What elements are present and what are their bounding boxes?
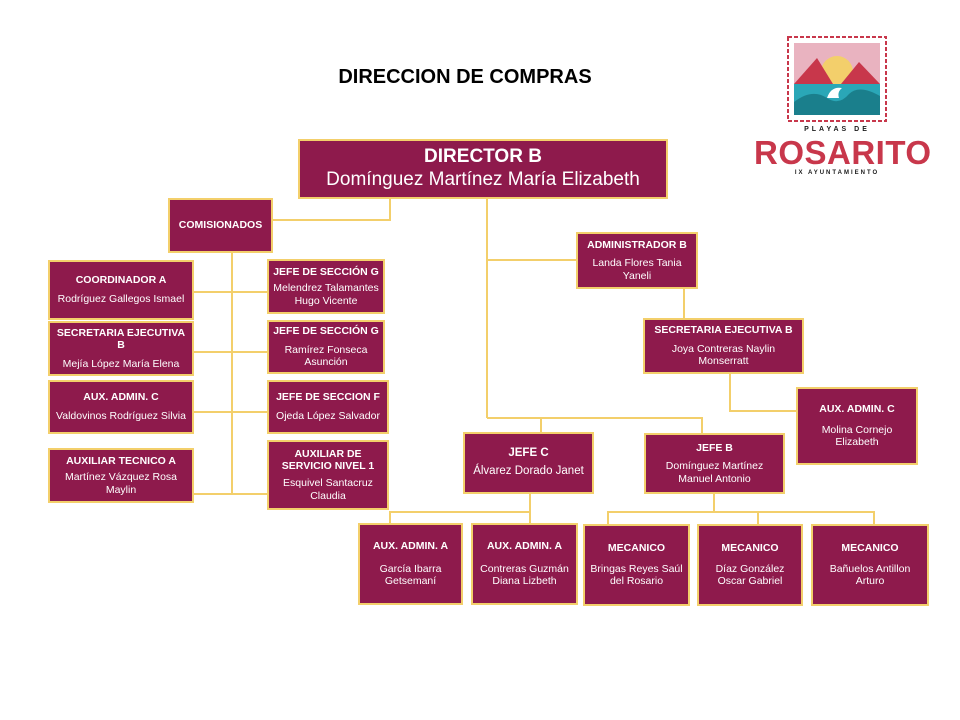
node-name: Contreras Guzmán Diana Lizbeth xyxy=(480,562,569,588)
logo-bottom-text: IX AYUNTAMIENTO xyxy=(794,170,880,176)
node-title: JEFE DE SECCIÓN G xyxy=(273,265,379,278)
node-name: Bringas Reyes Saúl del Rosario xyxy=(590,562,683,588)
node-title: COORDINADOR A xyxy=(75,274,167,287)
logo-main-text: ROSARITO xyxy=(754,134,932,171)
node-title: AUXILIAR DE SERVICIO NIVEL 1 xyxy=(281,447,375,473)
node-mecanico-1: MECANICO Bringas Reyes Saúl del Rosario xyxy=(583,524,690,606)
node-title: ADMINISTRADOR B xyxy=(587,238,687,251)
node-title: AUX. ADMIN. A xyxy=(486,540,563,553)
node-director: DIRECTOR B Domínguez Martínez María Eliz… xyxy=(298,139,668,199)
node-mecanico-2: MECANICO Díaz González Oscar Gabriel xyxy=(697,524,803,606)
node-coordinador: COORDINADOR A Rodríguez Gallegos Ismael xyxy=(48,260,194,320)
node-name: Joya Contreras Naylin Monserratt xyxy=(671,342,776,368)
node-name: Esquivel Santacruz Claudia xyxy=(283,477,373,502)
node-title: MECANICO xyxy=(841,542,899,555)
node-aux-admin-left: AUX. ADMIN. C Valdovinos Rodríguez Silvi… xyxy=(48,380,194,434)
node-title: JEFE DE SECCIÓN G xyxy=(273,325,379,338)
node-title: AUX. ADMIN. A xyxy=(372,540,449,553)
node-administrador: ADMINISTRADOR B Landa Flores Tania Yanel… xyxy=(576,232,698,289)
node-title: SECRETARIA EJECUTIVA B xyxy=(654,324,793,337)
node-title: MECANICO xyxy=(721,542,779,555)
node-title: JEFE C xyxy=(508,447,549,460)
node-title: COMISIONADOS xyxy=(178,219,263,232)
node-name: García Ibarra Getsemaní xyxy=(379,562,442,588)
node-aux-admin-a2: AUX. ADMIN. A Contreras Guzmán Diana Liz… xyxy=(471,523,578,605)
node-jefe-b: JEFE B Domínguez Martínez Manuel Antonio xyxy=(644,433,785,494)
node-name: Molina Cornejo Elizabeth xyxy=(821,423,893,449)
node-title: AUX. ADMIN. C xyxy=(83,391,159,404)
node-mecanico-3: MECANICO Bañuelos Antillon Arturo xyxy=(811,524,929,606)
node-name: Domínguez Martínez María Elizabeth xyxy=(326,169,640,190)
node-title: DIRECTOR B xyxy=(424,146,542,168)
node-auxiliar-servicio: AUXILIAR DE SERVICIO NIVEL 1 Esquivel Sa… xyxy=(267,440,389,510)
node-name: Díaz González Oscar Gabriel xyxy=(715,562,785,588)
node-title: AUX. ADMIN. C xyxy=(819,403,895,416)
node-name: Ramírez Fonseca Asunción xyxy=(284,343,368,369)
logo-top-text: PLAYAS DE xyxy=(804,126,870,133)
node-name: Bañuelos Antillon Arturo xyxy=(829,562,911,588)
node-name: Domínguez Martínez Manuel Antonio xyxy=(665,460,764,485)
node-title: JEFE B xyxy=(696,441,733,454)
node-name: Álvarez Dorado Janet xyxy=(473,465,584,477)
node-comisionados: COMISIONADOS xyxy=(168,198,273,253)
node-name: Melendrez Talamantes Hugo Vicente xyxy=(273,282,379,307)
rosarito-logo: PLAYAS DE ROSARITO IX AYUNTAMIENTO xyxy=(754,36,932,186)
node-title: SECRETARIA EJECUTIVA B xyxy=(56,326,186,352)
node-secretaria-right: SECRETARIA EJECUTIVA B Joya Contreras Na… xyxy=(643,318,804,374)
node-title: MECANICO xyxy=(607,542,666,555)
node-name: Valdovinos Rodríguez Silvia xyxy=(56,410,186,422)
node-secretaria-left: SECRETARIA EJECUTIVA B Mejía López María… xyxy=(48,321,194,376)
node-name: Landa Flores Tania Yaneli xyxy=(592,257,682,282)
page-title: DIRECCION DE COMPRAS xyxy=(338,66,592,88)
node-jefe-seccion-g1: JEFE DE SECCIÓN G Melendrez Talamantes H… xyxy=(267,259,385,314)
node-name: Rodríguez Gallegos Ismael xyxy=(57,293,185,305)
node-jefe-seccion-g2: JEFE DE SECCIÓN G Ramírez Fonseca Asunci… xyxy=(267,320,385,374)
node-title: AUXILIAR TECNICO A xyxy=(66,454,176,467)
node-name: Ojeda López Salvador xyxy=(276,410,380,422)
node-name: Martínez Vázquez Rosa Maylin xyxy=(64,471,178,496)
sun-wave-emblem-icon xyxy=(787,36,887,122)
node-title: JEFE DE SECCION F xyxy=(276,391,380,404)
node-jefe-seccion-f: JEFE DE SECCION F Ojeda López Salvador xyxy=(267,380,389,434)
node-auxiliar-tecnico: AUXILIAR TECNICO A Martínez Vázquez Rosa… xyxy=(48,448,194,503)
node-aux-admin-a1: AUX. ADMIN. A García Ibarra Getsemaní xyxy=(358,523,463,605)
node-aux-admin-right: AUX. ADMIN. C Molina Cornejo Elizabeth xyxy=(796,387,918,465)
node-name: Mejía López María Elena xyxy=(62,357,180,370)
node-jefe-c: JEFE C Álvarez Dorado Janet xyxy=(463,432,594,494)
